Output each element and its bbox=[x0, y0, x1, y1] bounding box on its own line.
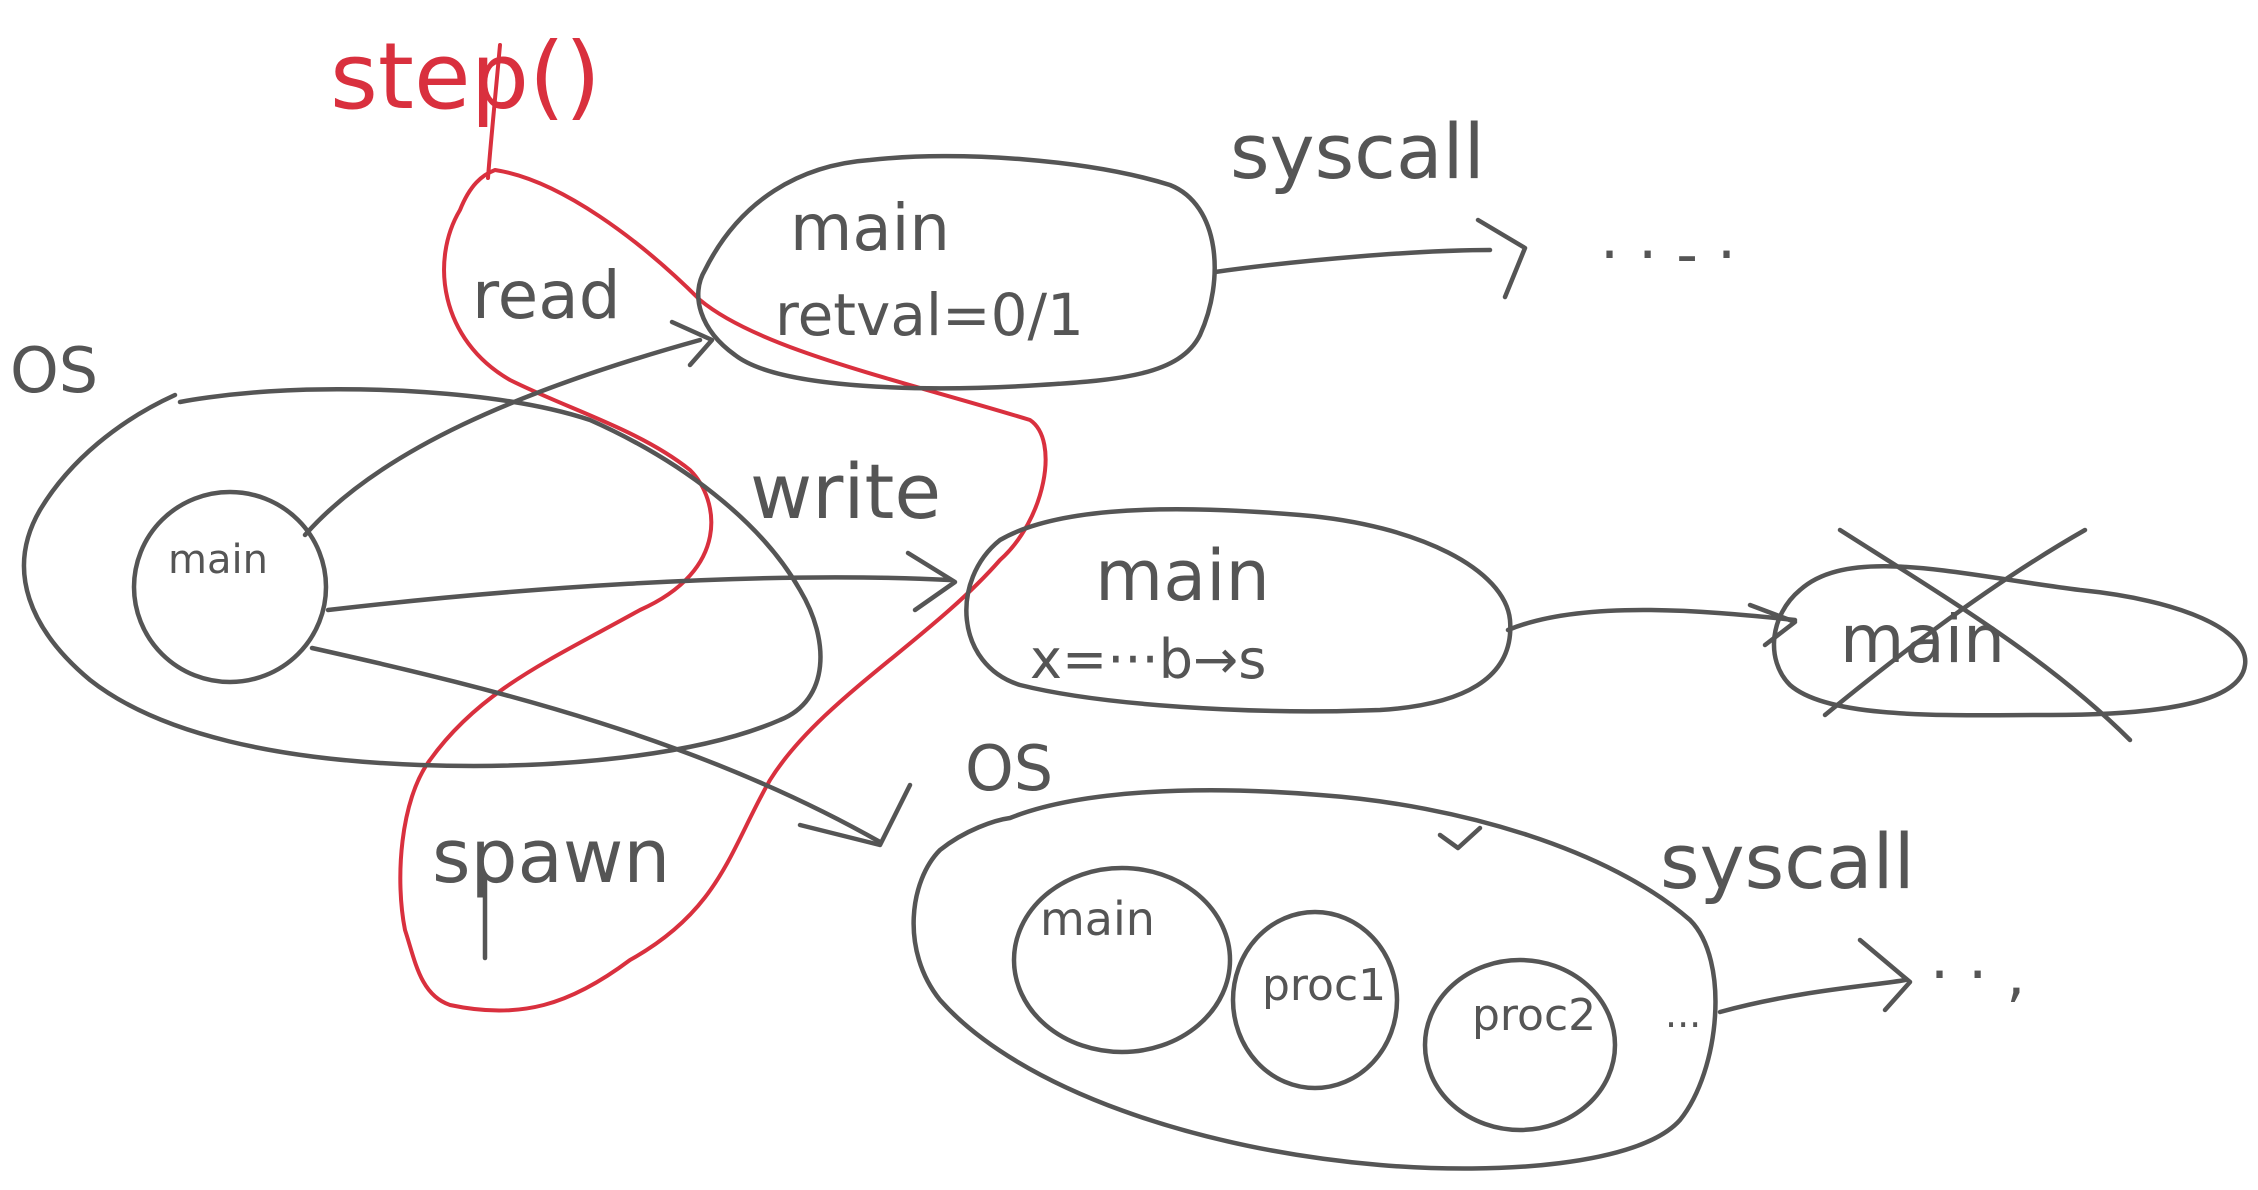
write-state-boundary bbox=[964, 507, 1513, 714]
read-state: main retval=0/1 bbox=[696, 153, 1217, 391]
terminate-arrow bbox=[1505, 607, 1798, 633]
write-transition: write bbox=[325, 447, 958, 613]
step-highlight: step() bbox=[330, 23, 1048, 1013]
read-arrowhead bbox=[669, 319, 715, 368]
syscall-bottom-transition: syscall · · , bbox=[1660, 817, 2025, 1015]
spawn-proc1-label: proc1 bbox=[1262, 960, 1386, 1011]
step-loop bbox=[398, 168, 1048, 1013]
os-left-label: OS bbox=[10, 334, 98, 407]
spawn-proc1-node bbox=[1230, 909, 1400, 1091]
ellipsis-top: · · - · bbox=[1600, 220, 1736, 290]
write-state-assign: x=···b→s bbox=[1030, 628, 1266, 691]
os-left-boundary bbox=[21, 386, 823, 769]
terminated-state: main bbox=[1771, 527, 2248, 743]
syscall-bottom-label: syscall bbox=[1660, 817, 1915, 906]
spawn-label: spawn bbox=[432, 814, 670, 900]
read-arrow bbox=[302, 337, 703, 538]
write-arrow bbox=[325, 575, 953, 613]
write-state-main: main bbox=[1095, 535, 1270, 617]
syscall-top-arrow bbox=[1212, 247, 1493, 275]
strike-line-2 bbox=[1822, 527, 2088, 718]
spawn-transition: spawn bbox=[309, 645, 913, 961]
write-state: main x=···b→s bbox=[964, 507, 1513, 714]
spawn-proc2-label: proc2 bbox=[1472, 990, 1596, 1041]
os-bottom-group: OS main proc1 proc2 ··· bbox=[911, 732, 1718, 1171]
spawn-main-label: main bbox=[1040, 892, 1155, 946]
syscall-bottom-arrow bbox=[1717, 977, 1908, 1015]
read-state-retval: retval=0/1 bbox=[775, 281, 1084, 349]
spawn-arrow bbox=[309, 645, 883, 845]
spawn-arrowhead bbox=[797, 782, 913, 848]
syscall-top-label: syscall bbox=[1230, 107, 1485, 196]
spawn-proc2-node bbox=[1422, 957, 1618, 1133]
os-main-label: main bbox=[168, 537, 268, 583]
syscall-bottom-arrowhead bbox=[1857, 937, 1913, 1013]
write-arrowhead bbox=[905, 550, 958, 613]
ellipsis-bottom: · · , bbox=[1930, 940, 2025, 1010]
spawn-main-node bbox=[1011, 865, 1233, 1055]
syscall-top-arrowhead bbox=[1475, 217, 1528, 300]
os-main-node bbox=[131, 489, 329, 685]
read-transition: read bbox=[302, 257, 715, 538]
step-pointer-line bbox=[486, 43, 502, 180]
os-left-group: OS main bbox=[10, 334, 823, 769]
os-bottom-boundary bbox=[911, 788, 1718, 1171]
read-state-main: main bbox=[790, 192, 950, 266]
strike-line-1 bbox=[1837, 527, 2133, 743]
read-state-boundary bbox=[696, 153, 1217, 391]
terminate-transition bbox=[1505, 602, 1798, 648]
write-label: write bbox=[750, 447, 941, 536]
os-bottom-label: OS bbox=[965, 732, 1053, 805]
ellipsis-proc: ··· bbox=[1665, 1003, 1701, 1047]
os-bottom-arrowhead bbox=[1437, 825, 1483, 851]
step-label: step() bbox=[330, 23, 601, 130]
syscall-top-transition: syscall · · - · bbox=[1212, 107, 1736, 300]
read-label: read bbox=[472, 257, 621, 334]
terminated-boundary bbox=[1771, 563, 2248, 718]
